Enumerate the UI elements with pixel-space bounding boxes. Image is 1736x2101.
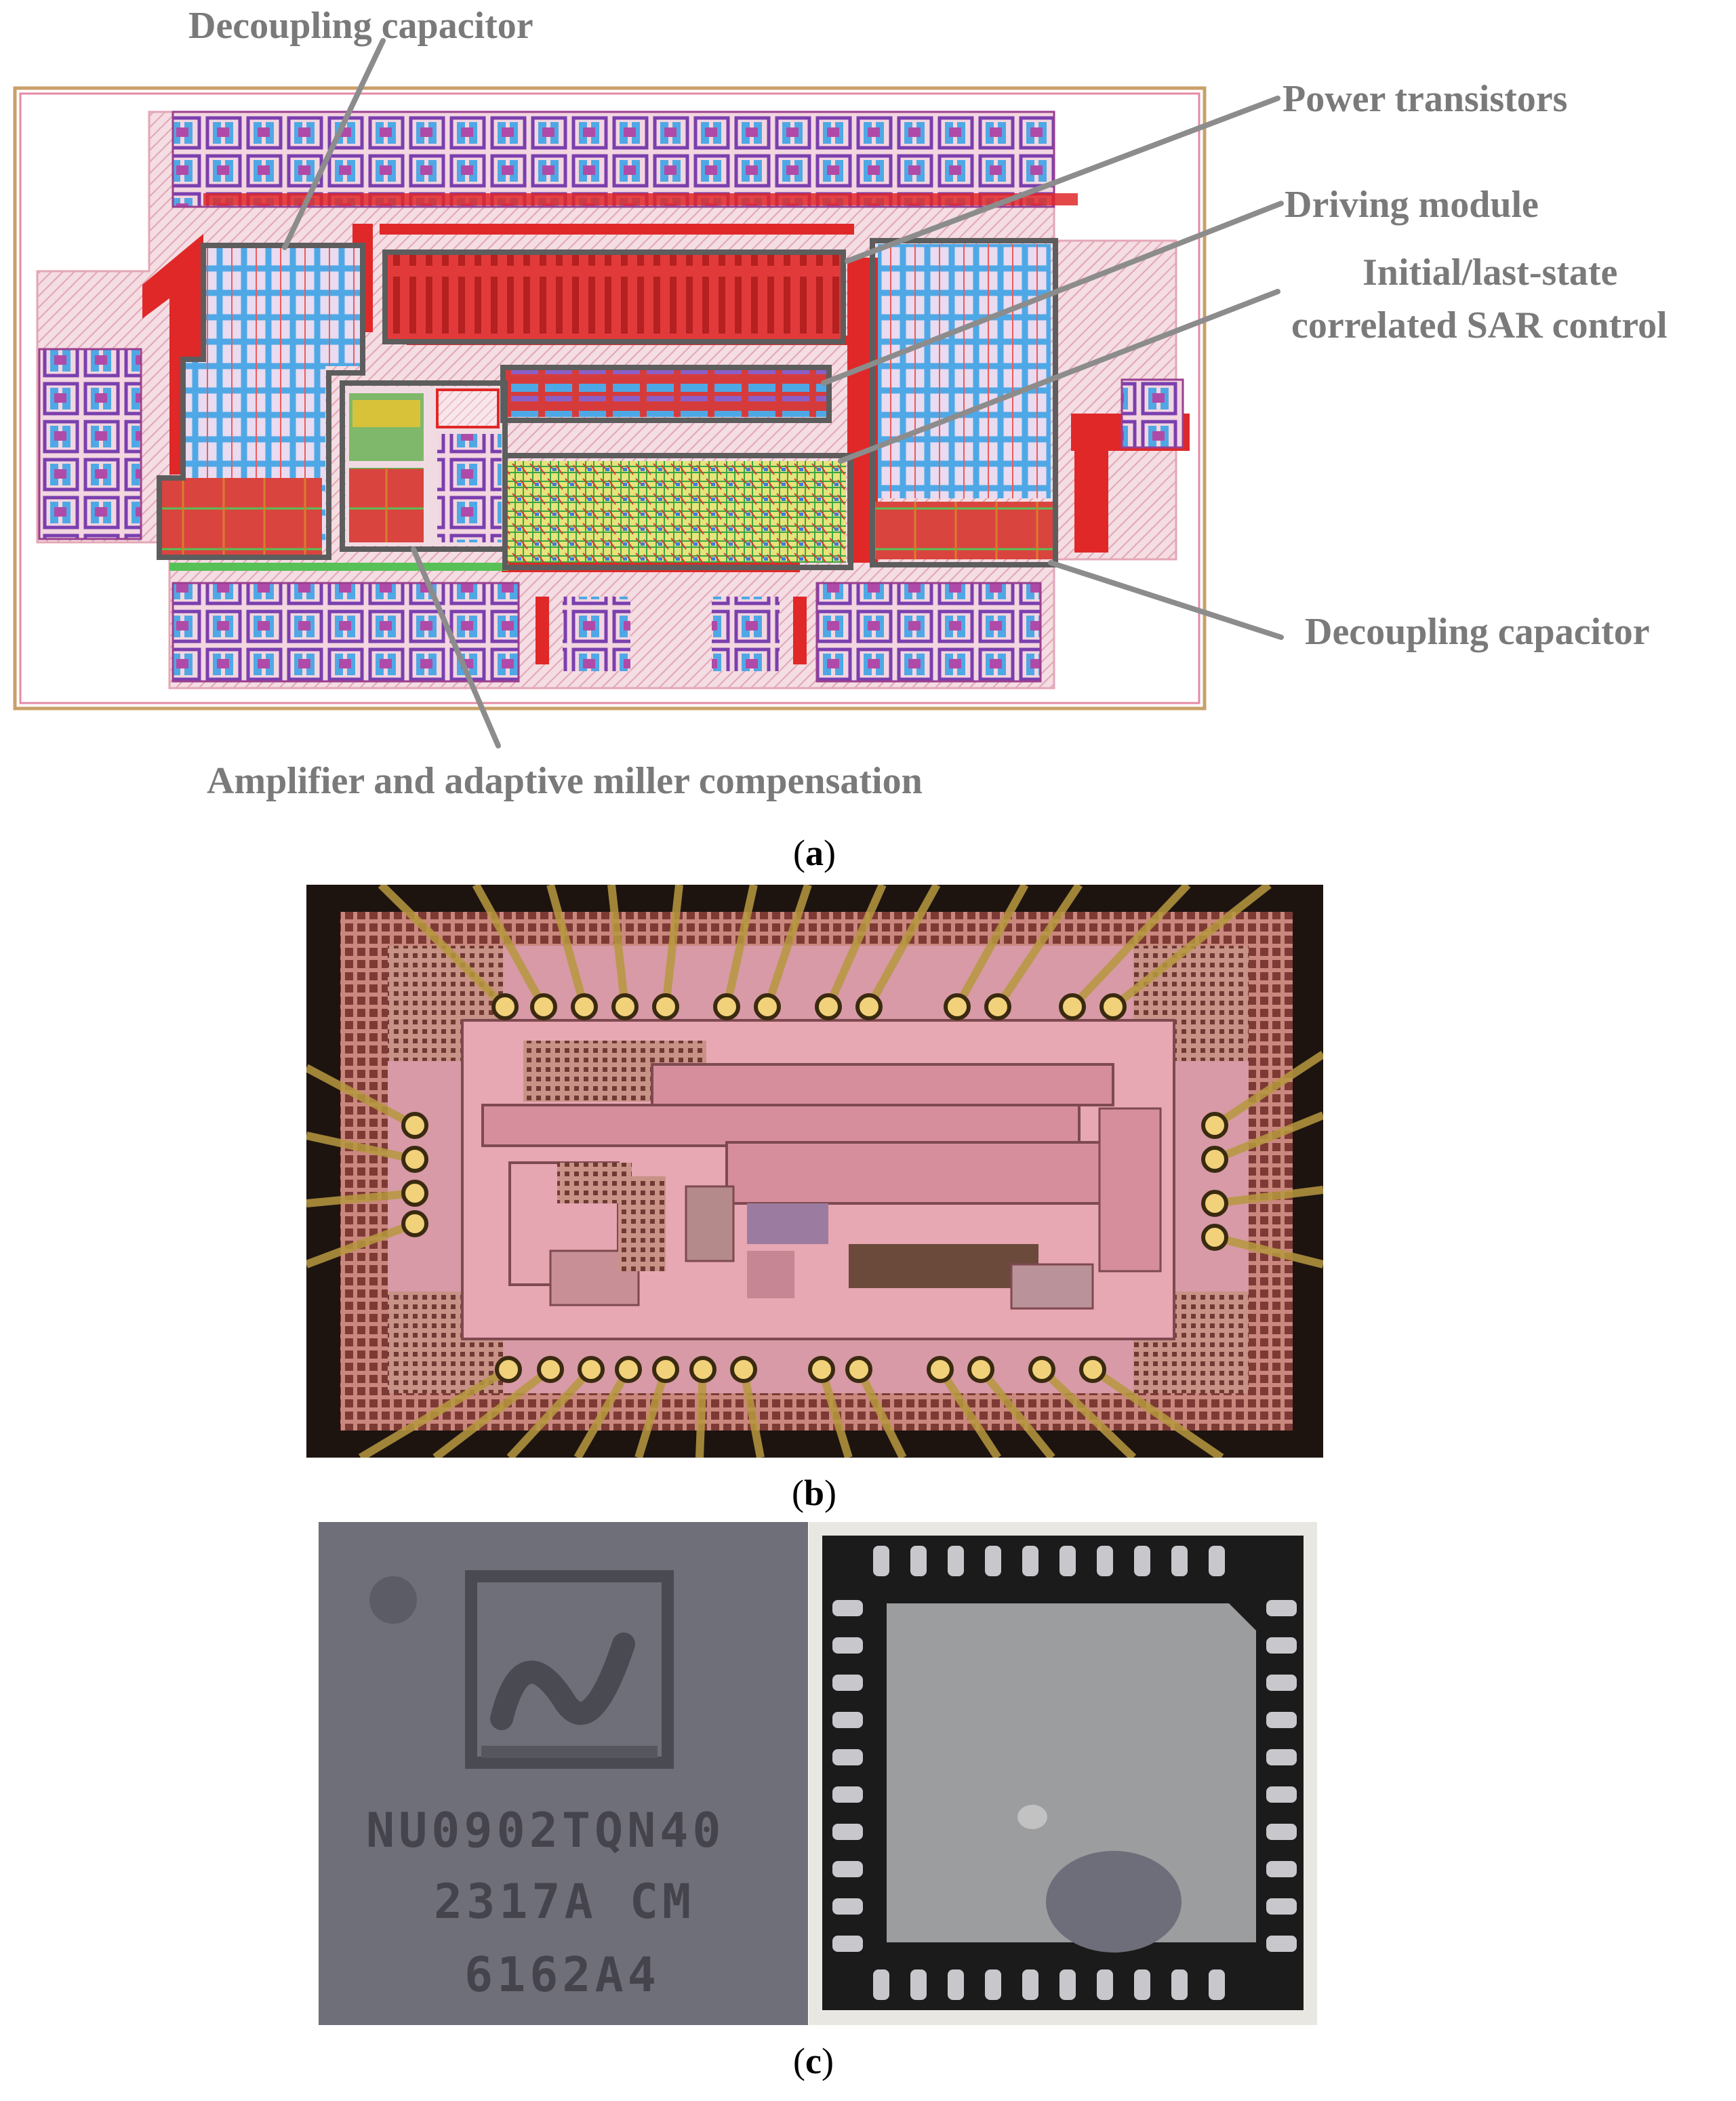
caption-c-letter: c xyxy=(805,2041,822,2081)
caption-a: (a) xyxy=(793,833,836,873)
caption-b: (b) xyxy=(792,1473,837,1513)
label-decoupling-capacitor-right: Decoupling capacitor xyxy=(1305,611,1650,653)
bond-pads xyxy=(401,993,1228,1383)
label-driving-module: Driving module xyxy=(1285,184,1539,226)
caption-c: (c) xyxy=(793,2041,834,2081)
top-pad-row xyxy=(171,111,1055,208)
label-decoupling-capacitor-top: Decoupling capacitor xyxy=(188,5,533,47)
label-sar-control-line1: Initial/last-state xyxy=(1362,252,1618,294)
package-bottom-view xyxy=(809,1522,1317,2025)
region-outlines xyxy=(157,238,1058,570)
package-leads xyxy=(832,1546,1297,2000)
marking-line-3: 6162A4 xyxy=(464,1947,660,2003)
marking-line-1: NU0902TQN40 xyxy=(366,1803,725,1858)
layout-diagram xyxy=(13,38,1284,748)
bottom-pad-row xyxy=(171,582,1042,683)
label-power-transistors: Power transistors xyxy=(1283,78,1568,120)
brand-logo xyxy=(369,1570,674,1769)
label-sar-control-line2: correlated SAR control xyxy=(1291,304,1668,346)
leader-lines xyxy=(282,38,1284,748)
label-amplifier: Amplifier and adaptive miller compensati… xyxy=(207,760,923,802)
package-top-view: NU0902TQN40 2317A CM 6162A4 xyxy=(319,1522,808,2025)
bond-wires xyxy=(306,885,1323,1458)
die-micrograph xyxy=(306,885,1323,1458)
caption-b-letter: b xyxy=(803,1473,825,1513)
panel-a: Decoupling capacitor Power transistors D… xyxy=(0,0,1736,895)
caption-a-letter: a xyxy=(805,833,824,873)
marking-line-2: 2317A CM xyxy=(434,1874,695,1929)
